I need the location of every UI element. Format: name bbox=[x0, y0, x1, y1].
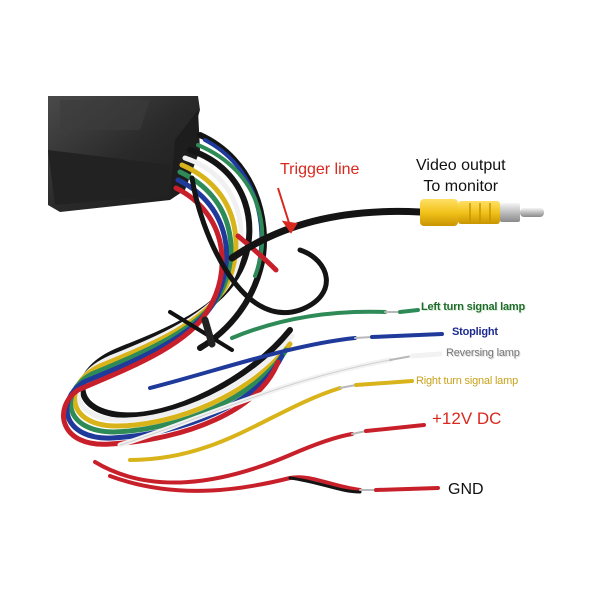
trigger-arrows bbox=[277, 187, 298, 234]
video-output-line2: To monitor bbox=[423, 178, 499, 195]
left-turn-label: Left turn signal lamp bbox=[421, 301, 525, 313]
video-output-label: Video output To monitor bbox=[416, 155, 506, 197]
fan-wires bbox=[93, 308, 444, 494]
reversing-lamp-label: Reversing lamp bbox=[446, 347, 520, 359]
video-output-line1: Video output bbox=[416, 157, 506, 174]
rca-connector bbox=[420, 199, 544, 226]
stoplight-label: Stoplight bbox=[452, 326, 498, 338]
video-cable bbox=[228, 199, 544, 262]
trigger-line-label: Trigger line bbox=[280, 161, 360, 178]
right-turn-label: Right turn signal lamp bbox=[416, 375, 518, 387]
ground-label: GND bbox=[448, 481, 484, 498]
power-12v-label: +12V DC bbox=[432, 409, 502, 428]
control-box bbox=[48, 96, 200, 212]
